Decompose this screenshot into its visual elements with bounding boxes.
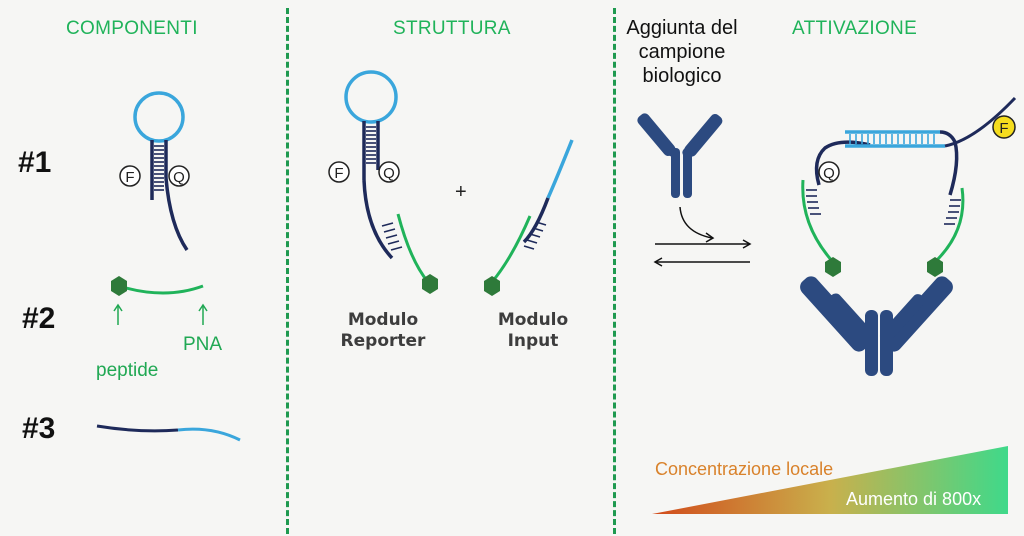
concentration-label: Concentrazione locale bbox=[655, 459, 834, 479]
reporter-label-line2: Reporter bbox=[340, 331, 426, 351]
complex-quencher-letter: Q bbox=[823, 165, 835, 182]
binding-arrow bbox=[679, 206, 713, 239]
complex-fluorophore-marker bbox=[992, 115, 1016, 139]
section-title-components: COMPONENTI bbox=[66, 18, 198, 39]
row-label-1: #1 bbox=[18, 146, 52, 179]
row-label-3: #3 bbox=[22, 412, 56, 445]
quencher-marker bbox=[168, 165, 190, 187]
strand-component bbox=[96, 424, 241, 442]
sample-antibody bbox=[637, 113, 723, 198]
peptide-label: peptide bbox=[96, 360, 159, 381]
row-label-2: #2 bbox=[22, 302, 56, 335]
concentration-wedge bbox=[652, 446, 1008, 514]
divider-left bbox=[286, 8, 289, 534]
input-label-line1: Modulo bbox=[497, 310, 569, 330]
fluorophore-marker bbox=[119, 165, 141, 187]
sample-label-line2: campione bbox=[638, 41, 726, 63]
divider-right bbox=[613, 8, 616, 534]
complex-fluorophore-letter: F bbox=[999, 120, 1008, 137]
increase-label: Aumento di 800x bbox=[846, 489, 982, 509]
hairpin-loop bbox=[133, 91, 185, 143]
hairpin-probe-1: F Q bbox=[119, 91, 190, 251]
section-title-structure: STRUTTURA bbox=[393, 18, 511, 39]
reporter-module: F Q bbox=[328, 70, 438, 294]
input-module-label: Modulo Input bbox=[488, 310, 578, 352]
reporter-label-line1: Modulo bbox=[347, 310, 419, 330]
plus-sign: + bbox=[455, 181, 467, 203]
pna-label: PNA bbox=[183, 334, 223, 355]
quencher-letter: Q bbox=[173, 169, 185, 186]
sample-label-line1: Aggiunta del bbox=[626, 17, 738, 39]
peptide-pna-component bbox=[111, 276, 208, 325]
reporter-module-label: Modulo Reporter bbox=[338, 310, 428, 352]
reporter-quencher-letter: Q bbox=[383, 165, 395, 182]
input-module bbox=[484, 139, 574, 296]
reporter-fluorophore-letter: F bbox=[334, 165, 343, 182]
sample-label-line3: biologico bbox=[642, 65, 722, 87]
activated-complex: Q F bbox=[800, 96, 1017, 376]
fluorophore-letter: F bbox=[125, 169, 134, 186]
peptide-hexagon bbox=[111, 276, 127, 296]
input-label-line2: Input bbox=[507, 331, 559, 351]
section-title-activation: ATTIVAZIONE bbox=[792, 18, 918, 39]
sample-addition-label: Aggiunta del campione biologico bbox=[618, 16, 746, 88]
